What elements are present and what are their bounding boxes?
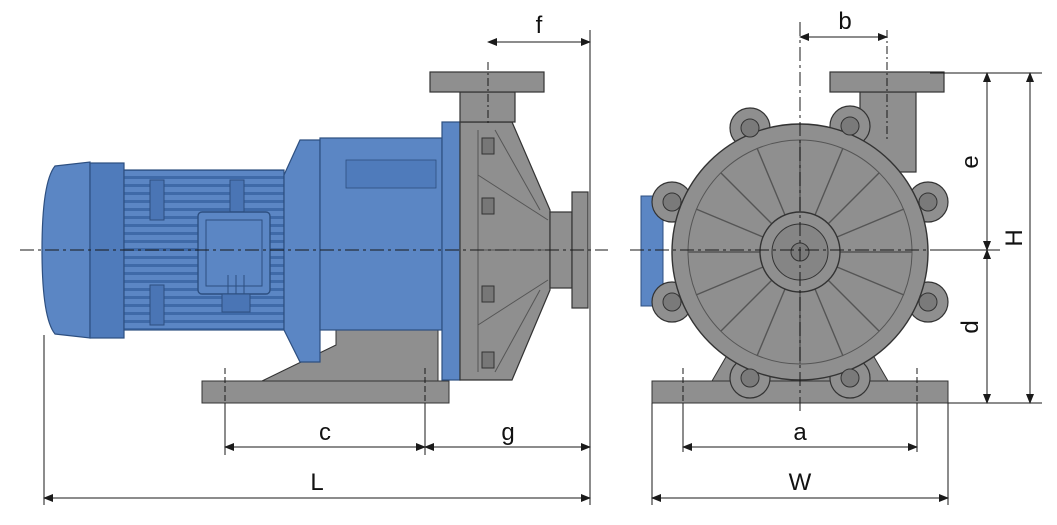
dim-label-b: b: [838, 8, 851, 35]
dim-label-a: a: [793, 419, 807, 446]
dim-label-W: W: [789, 469, 812, 496]
dim-label-f: f: [536, 12, 543, 39]
side-base-plate: [201, 380, 450, 404]
side-view: [20, 62, 608, 412]
front-view: [630, 22, 960, 412]
pump-rear-casing: [441, 121, 461, 381]
dim-label-g: g: [501, 419, 514, 446]
dimension-labels: f b e H d c g a L W: [310, 8, 1028, 496]
dim-label-L: L: [310, 469, 323, 496]
discharge-flange: [429, 71, 545, 93]
dimension-lines: [43, 30, 1042, 505]
dim-label-H: H: [1001, 229, 1028, 246]
pump-casing-side: [459, 121, 551, 381]
motor-terminal-box: [197, 211, 271, 295]
motor-flange: [283, 139, 321, 363]
dim-label-d: d: [957, 320, 984, 333]
dim-label-c: c: [319, 419, 331, 446]
dim-label-e: e: [957, 155, 984, 168]
